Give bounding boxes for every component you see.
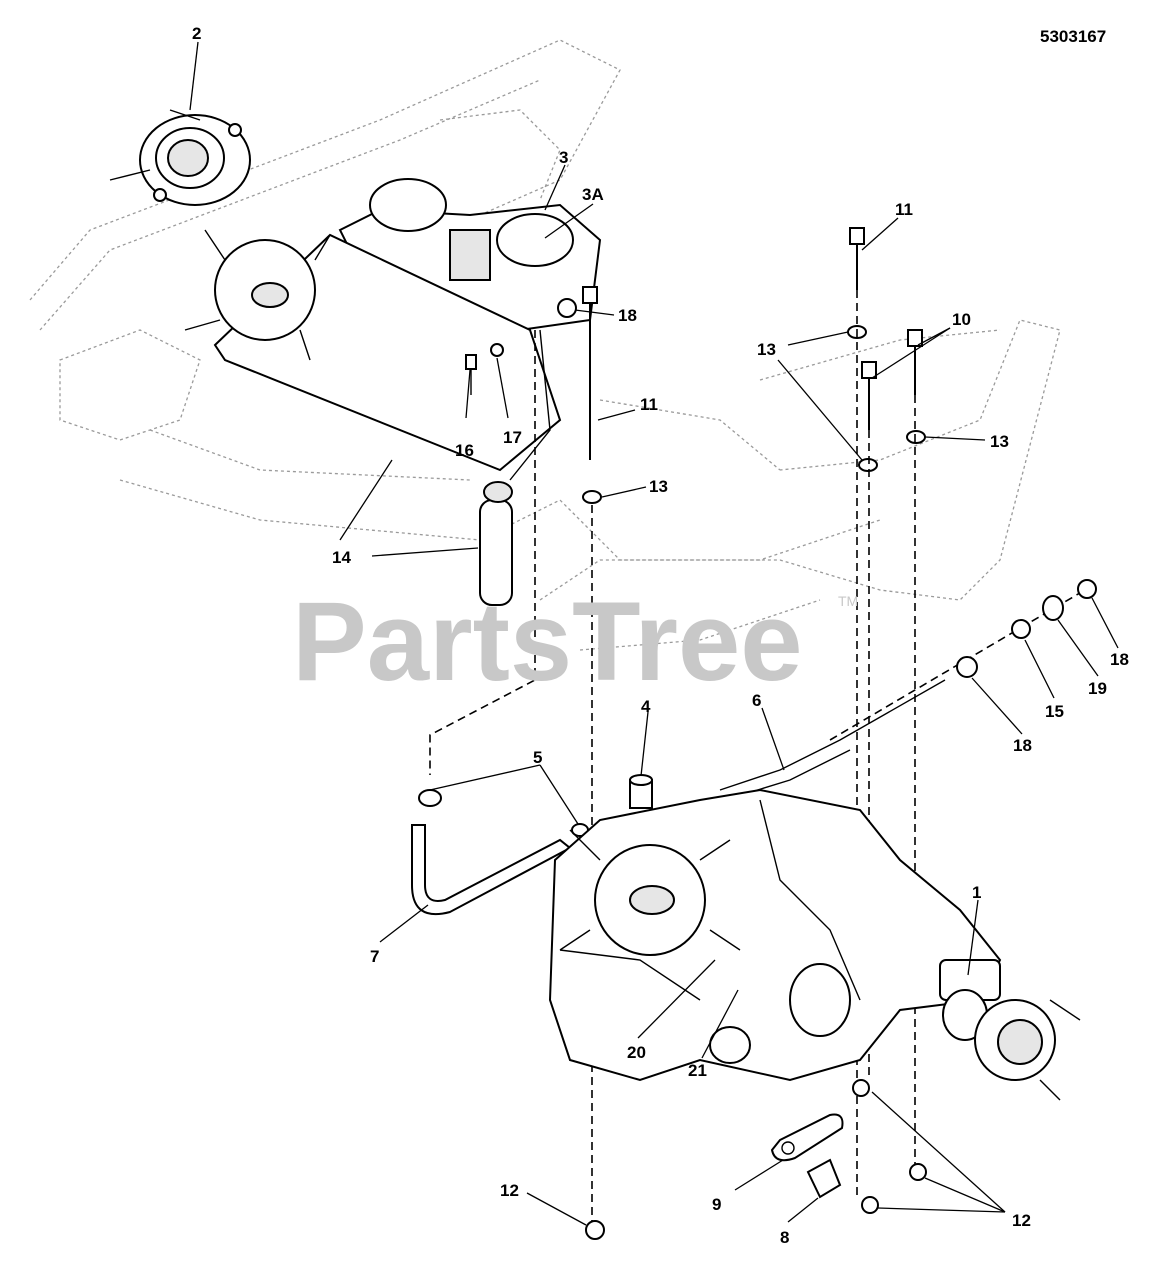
part-8-clip <box>806 1158 842 1199</box>
part-18-nut-far-right <box>1077 579 1097 599</box>
callout-13: 13 <box>757 340 776 359</box>
callout-3: 3 <box>559 148 568 167</box>
callout-labels: 2 3 3A 18 11 10 13 13 11 16 17 13 14 18 … <box>192 24 1129 1247</box>
part-11-bolt-right <box>849 227 865 290</box>
callout-9: 9 <box>712 1195 721 1214</box>
callout-10: 10 <box>952 310 971 329</box>
part-3-reservoir <box>338 178 602 332</box>
part-13-washer-left <box>582 490 602 504</box>
part-2-hub <box>109 109 251 206</box>
part-10-bolts <box>861 329 923 430</box>
callout-3a: 3A <box>582 185 604 204</box>
callout-11: 11 <box>895 200 913 219</box>
callout-18: 18 <box>618 306 637 325</box>
watermark-text: PartsTree <box>292 579 803 704</box>
callout-6: 6 <box>752 691 761 710</box>
part-9-arm <box>770 1113 844 1162</box>
part-4-valve <box>629 774 653 809</box>
part-11-bolt-left <box>582 286 598 460</box>
part-18-nut-right <box>956 656 978 678</box>
callout-19: 19 <box>1088 679 1107 698</box>
upper-fan <box>184 229 331 361</box>
callout-18: 18 <box>1013 736 1032 755</box>
callout-18: 18 <box>1110 650 1129 669</box>
callout-14: 14 <box>332 548 351 567</box>
part-5-clamps <box>418 789 589 837</box>
callout-12: 12 <box>500 1181 519 1200</box>
part-1-transaxle <box>548 788 1081 1101</box>
callout-11: 11 <box>640 395 658 414</box>
part-19-washer <box>1042 595 1064 621</box>
part-14-fitting <box>479 481 513 606</box>
leader-lines <box>189 41 1119 1226</box>
part-7-hose <box>411 824 572 916</box>
callout-13: 13 <box>649 477 668 496</box>
callout-15: 15 <box>1045 702 1064 721</box>
callout-20: 20 <box>627 1043 646 1062</box>
part-15-nut <box>1011 619 1031 639</box>
part-18-nut-upper <box>557 298 577 318</box>
callout-2: 2 <box>192 24 201 43</box>
callout-16: 16 <box>455 441 474 460</box>
callout-8: 8 <box>780 1228 789 1247</box>
callout-7: 7 <box>370 947 379 966</box>
callout-4: 4 <box>641 697 651 716</box>
callout-12: 12 <box>1012 1211 1031 1230</box>
frame-outline <box>29 39 1061 651</box>
watermark-trademark: TM <box>838 593 858 609</box>
part-12-nuts <box>585 1079 927 1240</box>
part-16-bolt <box>465 354 477 395</box>
callout-21: 21 <box>688 1061 707 1080</box>
callout-5: 5 <box>533 748 542 767</box>
callout-1: 1 <box>972 883 981 902</box>
callout-13: 13 <box>990 432 1009 451</box>
part-17-washer <box>490 343 504 357</box>
document-number: 5303167 <box>1040 27 1106 46</box>
callout-17: 17 <box>503 428 522 447</box>
